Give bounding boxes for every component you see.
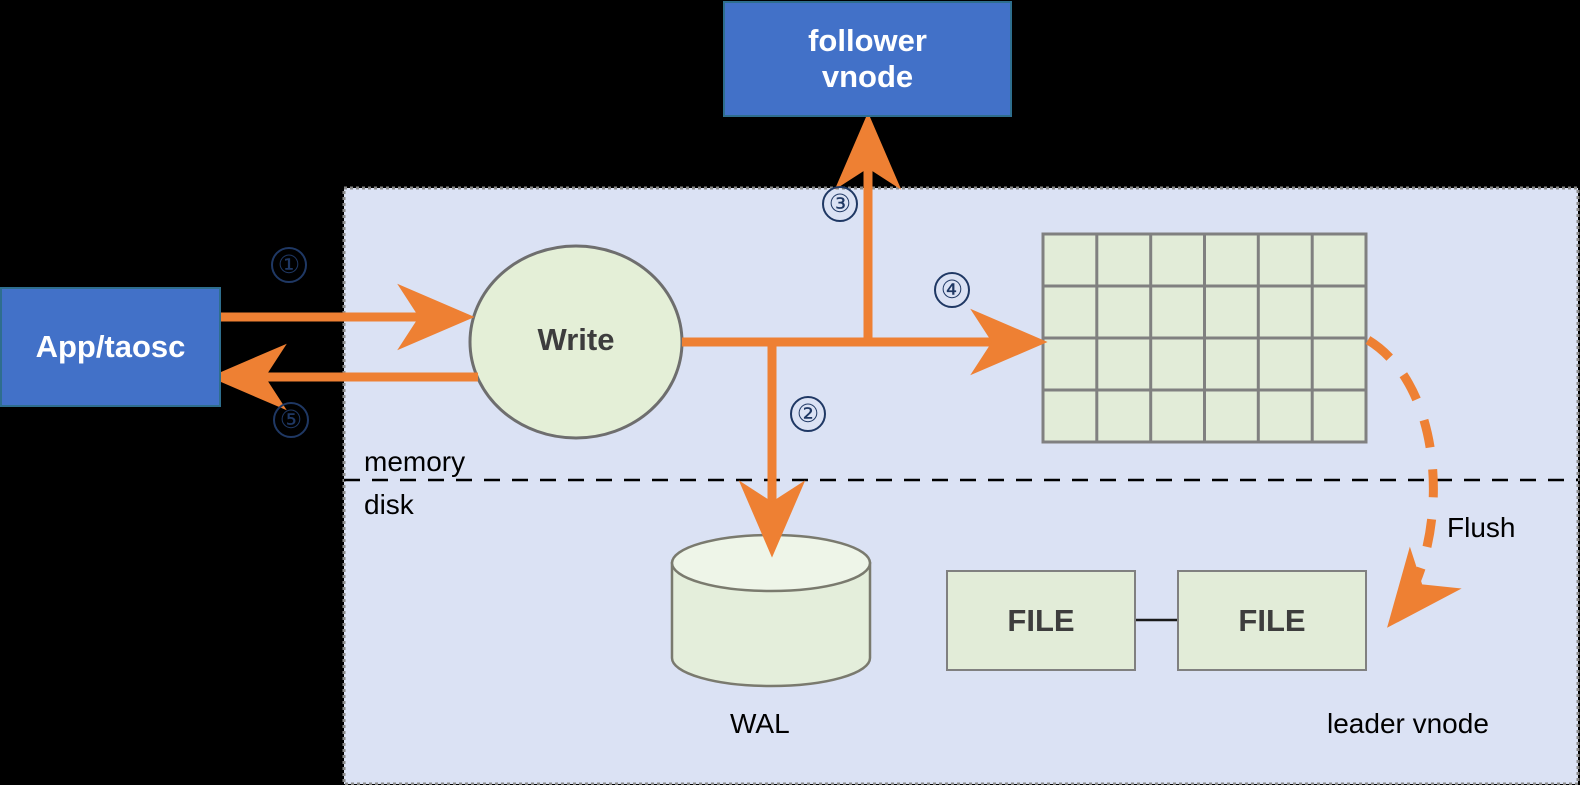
memory-table-grid — [1041, 232, 1368, 444]
file-box-right-label: FILE — [1238, 602, 1306, 638]
step-marker-4: ④ — [934, 272, 970, 308]
app-taosc-label: App/taosc — [35, 329, 186, 364]
step-marker-2: ② — [790, 396, 826, 432]
write-node-label[interactable]: Write — [537, 322, 615, 357]
app-taosc-box[interactable]: App/taosc — [0, 287, 221, 407]
file-box-right[interactable]: FILE — [1177, 570, 1367, 671]
file-box-left[interactable]: FILE — [946, 570, 1136, 671]
wal-label: WAL — [730, 708, 790, 739]
flush-edge-label: Flush — [1447, 512, 1516, 543]
edge-flush — [1365, 336, 1462, 628]
file-box-left-label: FILE — [1007, 602, 1075, 638]
step-marker-5: ⑤ — [273, 402, 309, 438]
step-marker-1: ① — [271, 247, 307, 283]
memory-zone-label: memory — [364, 446, 466, 477]
follower-vnode-box[interactable]: follower vnode — [723, 1, 1012, 117]
leader-vnode-label: leader vnode — [1327, 708, 1489, 739]
follower-vnode-label-line2: vnode — [821, 59, 914, 94]
wal-cylinder — [670, 533, 872, 688]
disk-zone-label: disk — [364, 489, 414, 520]
step-marker-3: ③ — [822, 186, 858, 222]
follower-vnode-label-line1: follower — [808, 23, 927, 58]
